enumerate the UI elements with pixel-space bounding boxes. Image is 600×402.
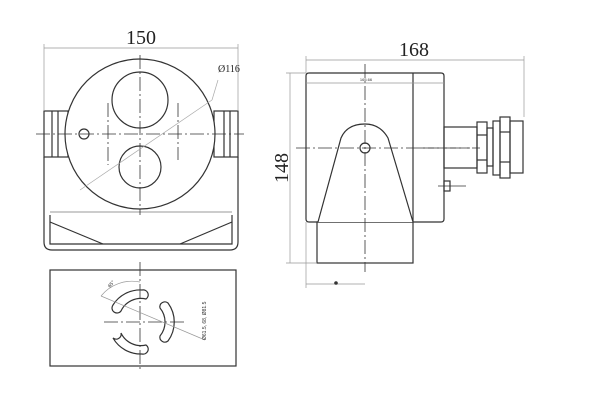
slot-1	[111, 289, 149, 314]
bottom-plate	[49, 269, 237, 367]
front-view	[36, 44, 244, 251]
dim-width-150: 150	[126, 27, 156, 49]
dim-inner-width: 165.66	[360, 77, 373, 82]
base-frame	[43, 157, 239, 251]
bottom-view	[49, 262, 237, 372]
bracket-arm	[317, 123, 414, 223]
dim-diameter-116: Ø116	[218, 64, 240, 75]
side-view	[286, 56, 525, 288]
slot-3	[112, 332, 149, 355]
side-body	[305, 72, 445, 223]
dim-height-148: 148	[271, 153, 293, 183]
dim-depth-168: 168	[399, 39, 429, 61]
dim-angle: 65°	[107, 280, 116, 290]
dim-slot: Ø61.5, 68, Ø81.5	[202, 301, 208, 340]
cable-gland-body	[443, 126, 478, 169]
